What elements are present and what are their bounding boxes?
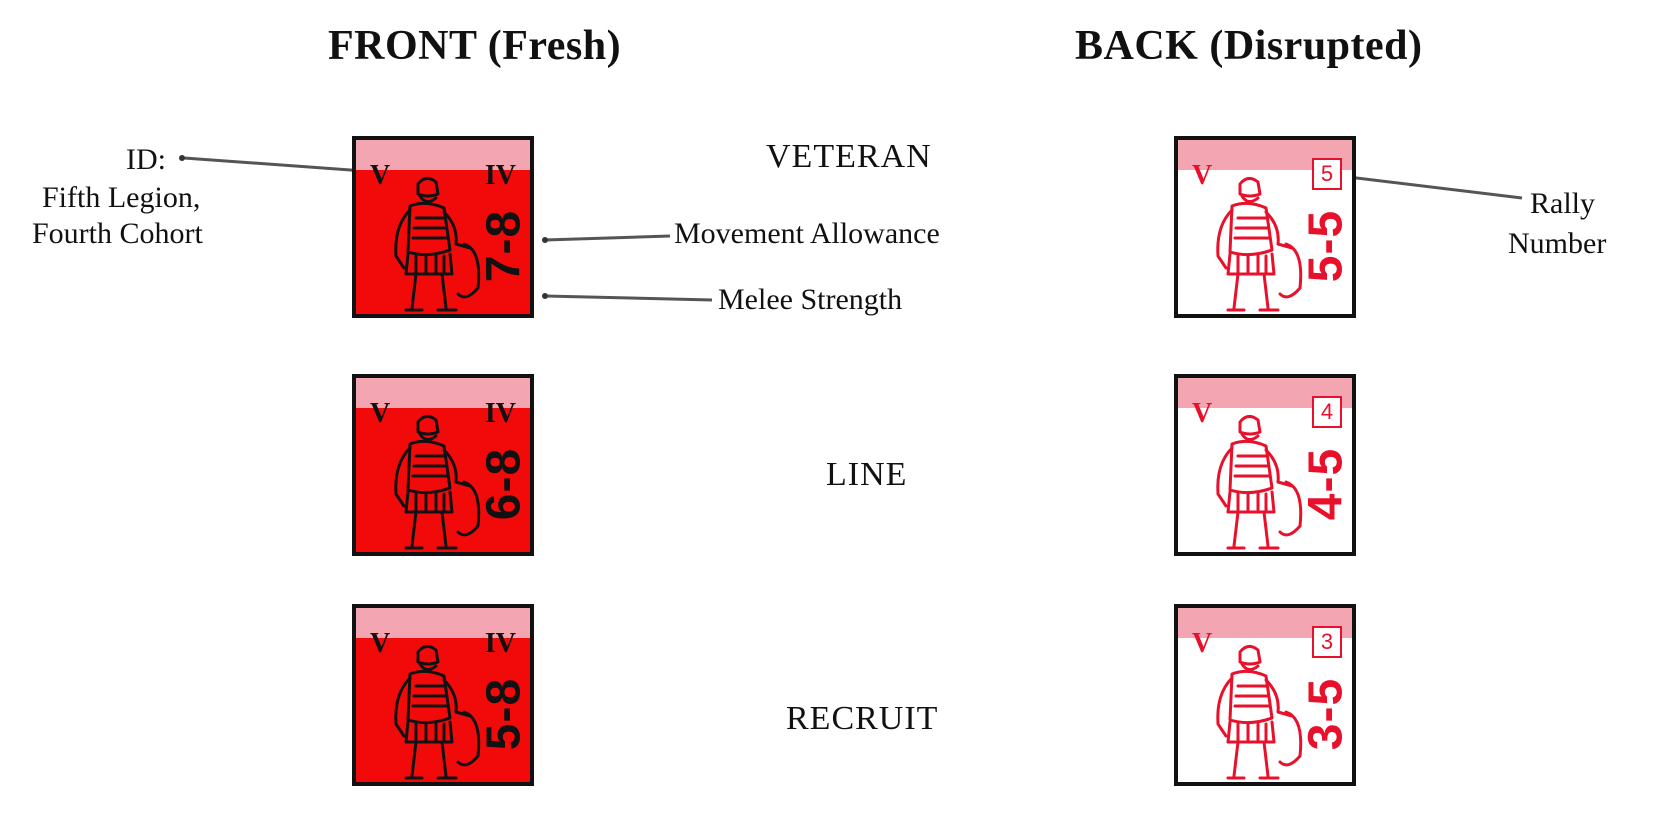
roman-legionary-icon bbox=[394, 415, 481, 550]
cohort-id: IV bbox=[484, 160, 516, 191]
rally-number-box: 4 bbox=[1312, 396, 1342, 428]
counter-back-line: V 4 4-5 bbox=[1174, 374, 1356, 556]
counter-front-line: V IV 6-8 bbox=[352, 374, 534, 556]
callout-id-title: ID: bbox=[126, 143, 166, 176]
counter-factors: 5-5 bbox=[1299, 209, 1353, 283]
callout-id-cohort: Fourth Cohort bbox=[32, 217, 203, 250]
counter-factors: 4-5 bbox=[1299, 447, 1353, 521]
roman-legionary-icon bbox=[1216, 645, 1303, 780]
callout-rally: Rally bbox=[1530, 187, 1595, 220]
roman-legionary-icon bbox=[1216, 415, 1303, 550]
leader-line-melee bbox=[544, 294, 713, 302]
counter-header-band bbox=[356, 608, 530, 638]
counter-factors: 7-8 bbox=[477, 209, 531, 283]
row-label-line: LINE bbox=[826, 456, 908, 493]
callout-melee-strength: Melee Strength bbox=[718, 283, 903, 316]
callout-id-legion: Fifth Legion, bbox=[42, 181, 201, 214]
cohort-id: IV bbox=[484, 628, 516, 659]
callout-movement-allowance: Movement Allowance bbox=[674, 217, 940, 250]
row-label-veteran: VETERAN bbox=[766, 138, 932, 175]
roman-legionary-icon bbox=[394, 645, 481, 780]
rally-number-box: 5 bbox=[1312, 158, 1342, 190]
leader-line-movement bbox=[544, 234, 671, 242]
row-label-recruit: RECRUIT bbox=[786, 700, 939, 737]
counter-back-recruit: V 3 3-5 bbox=[1174, 604, 1356, 786]
leader-dot-melee bbox=[542, 293, 548, 299]
counter-front-veteran: V IV 7-8 bbox=[352, 136, 534, 318]
callout-rally-number: Number bbox=[1508, 227, 1607, 260]
cohort-id: IV bbox=[484, 398, 516, 429]
counter-back-veteran: V 5 5-5 bbox=[1174, 136, 1356, 318]
front-header: FRONT (Fresh) bbox=[328, 23, 622, 69]
roman-legionary-icon bbox=[1216, 177, 1303, 312]
legion-id: V bbox=[370, 398, 391, 429]
counter-header-band bbox=[356, 378, 530, 408]
counter-header-band bbox=[356, 140, 530, 170]
counter-front-recruit: V IV 5-8 bbox=[352, 604, 534, 786]
roman-legionary-icon bbox=[394, 177, 481, 312]
legion-id: V bbox=[1192, 628, 1213, 659]
leader-line-rally bbox=[1339, 174, 1523, 200]
legion-id: V bbox=[370, 160, 391, 191]
legion-id: V bbox=[1192, 398, 1213, 429]
counter-factors: 6-8 bbox=[477, 447, 531, 521]
leader-dot-id bbox=[179, 155, 185, 161]
leader-dot-movement bbox=[542, 237, 548, 243]
leader-line-id bbox=[183, 156, 379, 174]
counter-factors: 3-5 bbox=[1299, 677, 1353, 751]
counter-factors: 5-8 bbox=[477, 677, 531, 751]
legion-id: V bbox=[370, 628, 391, 659]
rally-number-box: 3 bbox=[1312, 626, 1342, 658]
back-header: BACK (Disrupted) bbox=[1075, 23, 1423, 69]
legion-id: V bbox=[1192, 160, 1213, 191]
